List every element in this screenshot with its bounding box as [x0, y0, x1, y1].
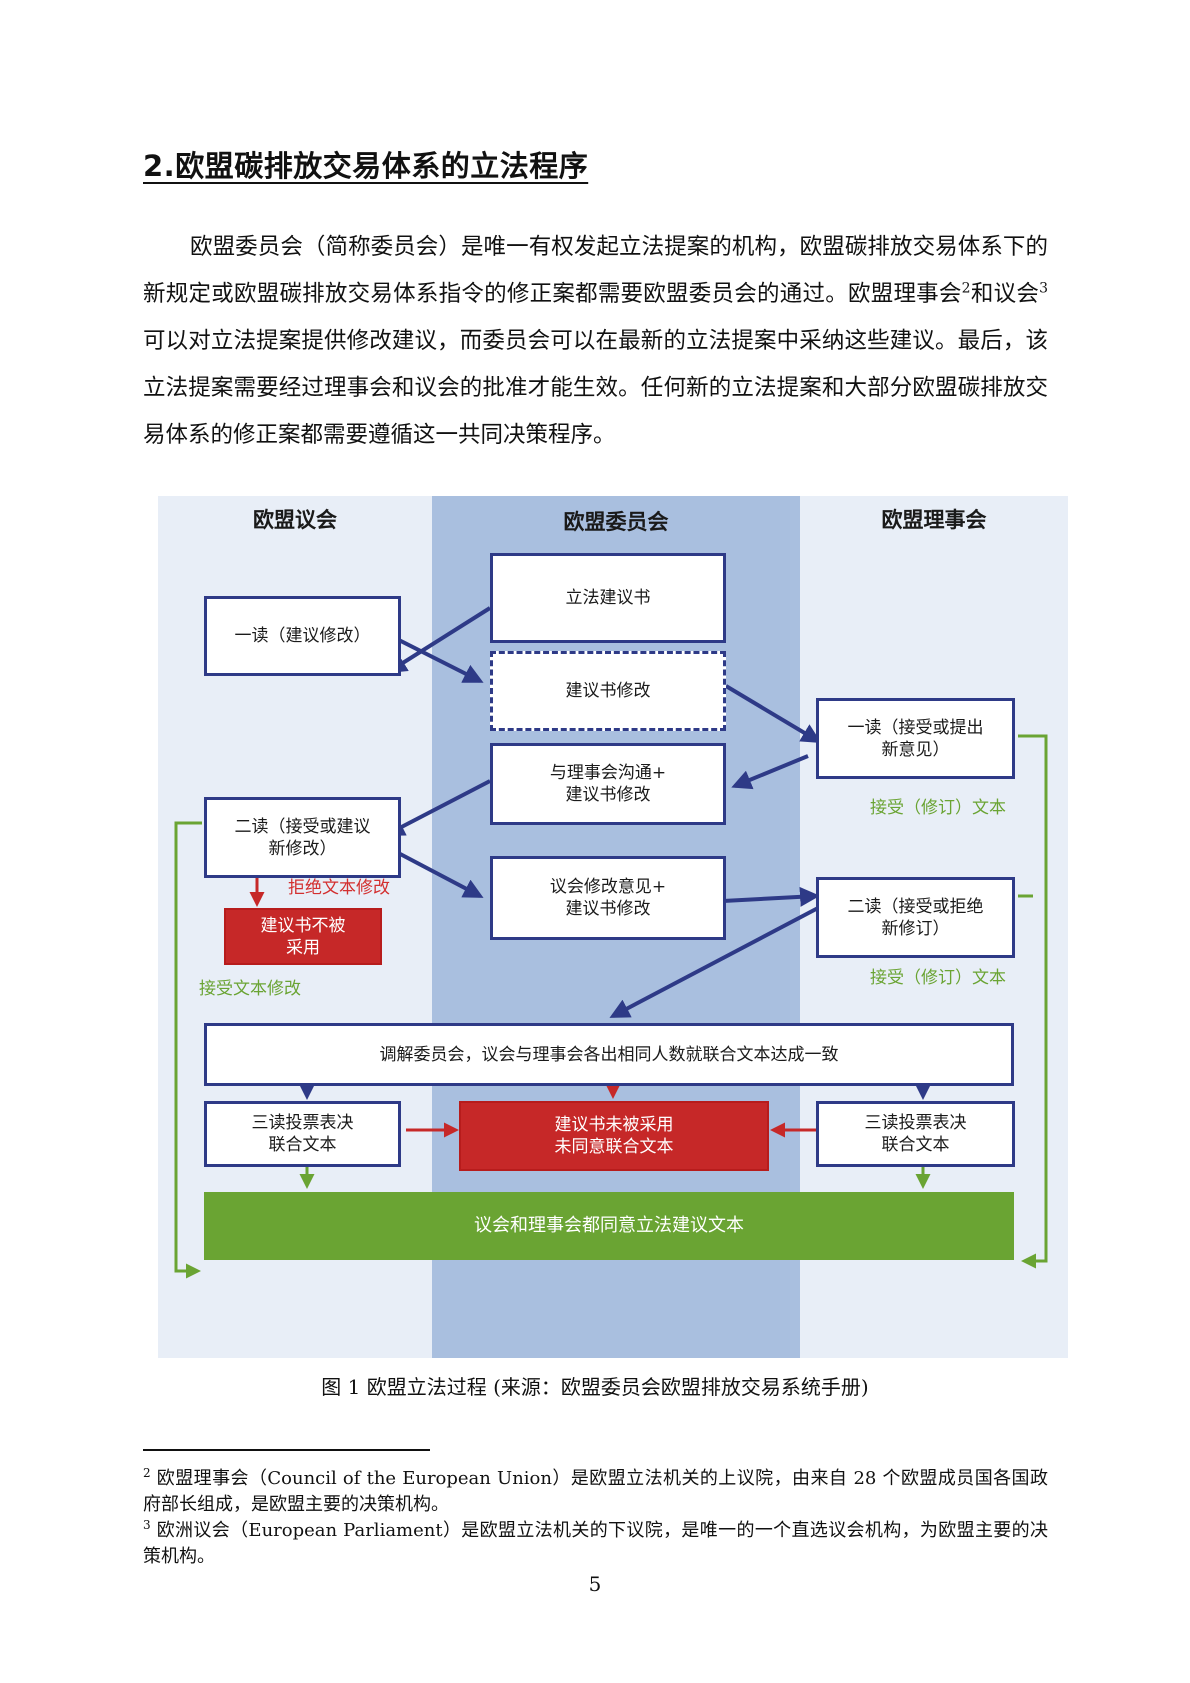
paragraph-text-1: 欧盟委员会（简称委员会）是唯一有权发起立法提案的机构，欧盟碳排放交易体系下的新规… — [143, 234, 1048, 307]
arrow-ep2-accept — [174, 821, 202, 1279]
footnote-text: 欧盟理事会（Council of the European Union）是欧盟立… — [143, 1468, 1048, 1515]
box-both-agree: 议会和理事会都同意立法建议文本 — [204, 1192, 1014, 1260]
legislative-process-diagram: 欧盟议会 欧盟委员会 欧盟理事会 — [158, 496, 1068, 1358]
box-proposal-amend: 建议书修改 — [490, 651, 726, 731]
arrow-council1-accept — [1018, 734, 1048, 1269]
box-council-first-reading: 一读（接受或提出 新意见） — [816, 698, 1015, 779]
footnote-3: 3 欧洲议会（European Parliament）是欧盟立法机关的下议院，是… — [143, 1518, 1048, 1570]
lane-title-commission: 欧盟委员会 — [563, 510, 669, 534]
footnote-mark: 3 — [143, 1518, 151, 1532]
box-council-second-reading: 二读（接受或拒绝 新修订） — [816, 877, 1015, 958]
figure-caption: 图 1 欧盟立法过程 (来源：欧盟委员会欧盟排放交易系统手册) — [321, 1375, 869, 1399]
body-paragraph: 欧盟委员会（简称委员会）是唯一有权发起立法提案的机构，欧盟碳排放交易体系下的新规… — [143, 224, 1048, 459]
page-number: 5 — [588, 1572, 602, 1596]
footnote-divider — [143, 1449, 430, 1451]
footnote-mark: 2 — [143, 1466, 151, 1480]
box-ep-third-reading: 三读投票表决 联合文本 — [204, 1101, 401, 1167]
box-ep-first-reading: 一读（建议修改） — [204, 596, 401, 676]
footnotes: 2 欧盟理事会（Council of the European Union）是欧… — [143, 1466, 1048, 1570]
label-accept-revised-1: 接受（修订）文本 — [870, 798, 1006, 818]
box-not-adopted: 建议书不被 采用 — [224, 908, 382, 965]
footnote-2: 2 欧盟理事会（Council of the European Union）是欧… — [143, 1466, 1048, 1518]
paragraph-text-2: 和议会 — [970, 281, 1040, 307]
label-reject-amend: 拒绝文本修改 — [288, 878, 390, 898]
footnote-ref-3[interactable]: 3 — [1039, 280, 1048, 297]
label-accept-revised-2: 接受（修订）文本 — [870, 968, 1006, 988]
section-heading: 2.欧盟碳排放交易体系的立法程序 — [143, 149, 589, 183]
box-proposal: 立法建议书 — [490, 553, 726, 643]
label-accept-text-amend: 接受文本修改 — [199, 979, 301, 999]
box-ep-amend-opinion: 议会修改意见+ 建议书修改 — [490, 856, 726, 940]
box-ep-second-reading: 二读（接受或建议 新修改） — [204, 797, 401, 878]
footnote-ref-2[interactable]: 2 — [961, 280, 971, 297]
box-not-adopted-joint: 建议书未被采用 未同意联合文本 — [459, 1101, 769, 1171]
lane-title-council: 欧盟理事会 — [881, 508, 987, 532]
paragraph-text-3: 可以对立法提案提供修改建议，而委员会可以在最新的立法提案中采纳这些建议。最后，该… — [143, 328, 1048, 448]
footnote-text: 欧洲议会（European Parliament）是欧盟立法机关的下议院，是唯一… — [143, 1520, 1048, 1567]
box-council-third-reading: 三读投票表决 联合文本 — [816, 1101, 1015, 1167]
lane-title-parliament: 欧盟议会 — [253, 508, 337, 532]
box-conciliation: 调解委员会，议会与理事会各出相同人数就联合文本达成一致 — [204, 1023, 1014, 1086]
box-communicate-council: 与理事会沟通+ 建议书修改 — [490, 743, 726, 825]
